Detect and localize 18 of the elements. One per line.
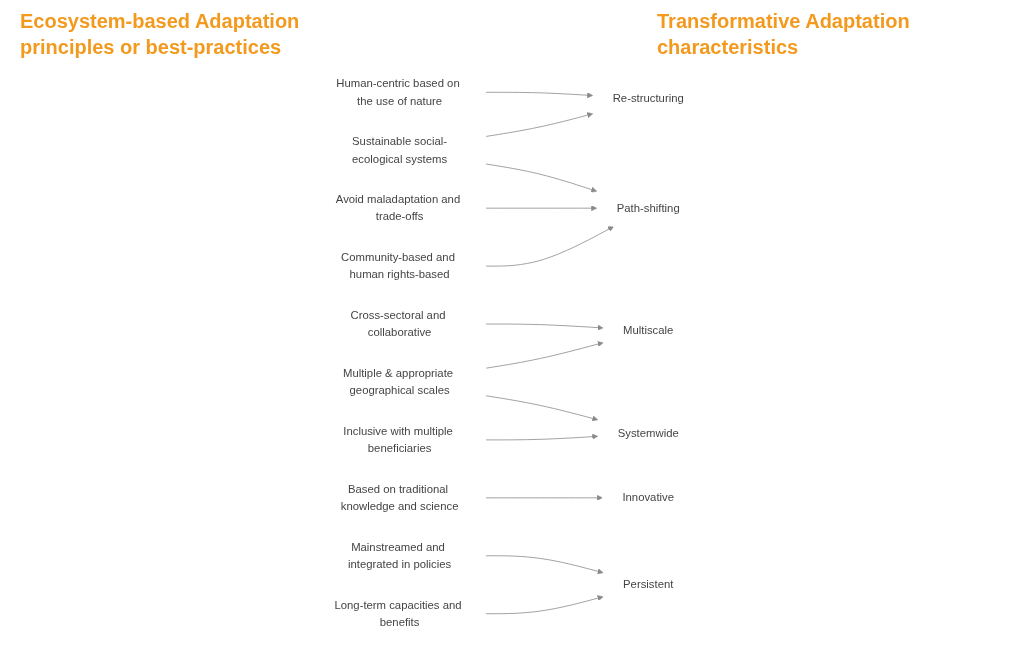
node-text: Systemwide <box>617 426 679 440</box>
node-text: Inclusive with multiple beneficiaries <box>343 424 453 455</box>
node-text: Avoid maladaptation and trade-offs <box>335 193 461 223</box>
node-text: Based on traditional knowledge and science <box>340 482 459 513</box>
node-text: Innovative <box>622 491 675 504</box>
node-text: Human-centric based on the use of nature <box>336 77 460 107</box>
node-text: Mainstreamed and integrated in policies <box>348 540 452 571</box>
node-text: Multiscale <box>623 324 674 337</box>
node-text: Multiple & appropriate geographical scales <box>343 366 454 397</box>
node-text: Cross-sectoral and collaborative <box>350 309 446 339</box>
node-text: Persistent <box>623 578 674 591</box>
node-text: Community-based and human rights-based <box>341 251 456 281</box>
node-text: Long-term capacities and benefits <box>334 598 462 629</box>
column-heading: Ecosystem-based Adaptation principles or best-practices <box>20 9 301 60</box>
node-text: Path-shifting <box>616 201 680 215</box>
column-heading: Transformative Adaptation characteristics <box>657 9 911 60</box>
node-text: Re-structuring <box>612 92 684 106</box>
node-text: Sustainable social-ecological systems <box>352 135 448 165</box>
